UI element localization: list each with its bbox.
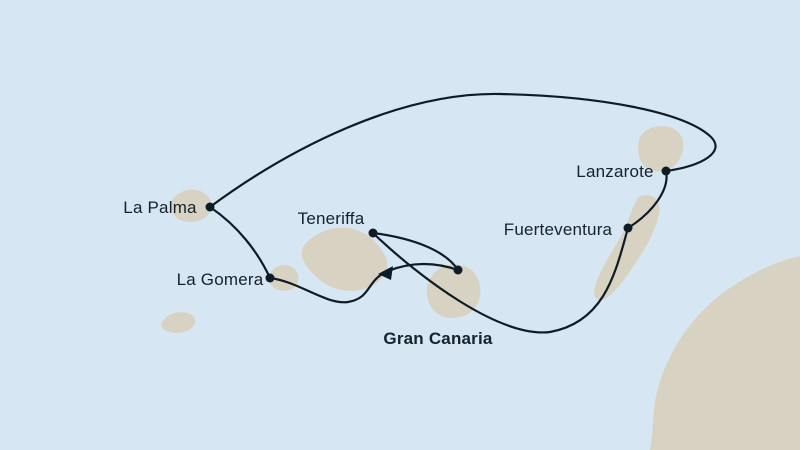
port-label-la-gomera: La Gomera (176, 270, 264, 289)
port-label-teneriffa: Teneriffa (297, 209, 365, 228)
route-direction-arrow-icon (378, 266, 393, 280)
route-segment-lapalma-lanzarote (208, 92, 717, 209)
island-tenerife (301, 227, 388, 291)
port-dots-group (205, 166, 671, 283)
port-label-la-palma: La Palma (123, 198, 197, 217)
port-dot-la-palma (205, 202, 215, 212)
port-dot-teneriffa (368, 228, 378, 238)
island-fuerteventura (594, 194, 660, 301)
island-el-hierro (161, 312, 196, 333)
port-label-lanzarote: Lanzarote (576, 162, 654, 181)
route-segment-lagomera-lapalma (208, 205, 272, 280)
route-group (208, 92, 717, 334)
port-dot-la-gomera (265, 273, 275, 283)
landmass-african-coast (650, 256, 800, 450)
port-label-gran-canaria: Gran Canaria (383, 329, 493, 348)
route-segment-teneriffa-grancanaria (371, 231, 460, 272)
route-segment-fuerteventura-teneriffa (371, 226, 630, 334)
port-dot-gran-canaria (453, 265, 463, 275)
route-segment-grancanaria-lagomera (268, 262, 460, 304)
port-dot-lanzarote (661, 166, 671, 176)
island-la-palma (171, 189, 212, 222)
island-lanzarote (638, 125, 684, 172)
port-label-fuerteventura: Fuerteventura (503, 220, 613, 239)
route-segment-lanzarote-fuerteventura (626, 169, 668, 230)
port-dot-fuerteventura (623, 223, 633, 233)
